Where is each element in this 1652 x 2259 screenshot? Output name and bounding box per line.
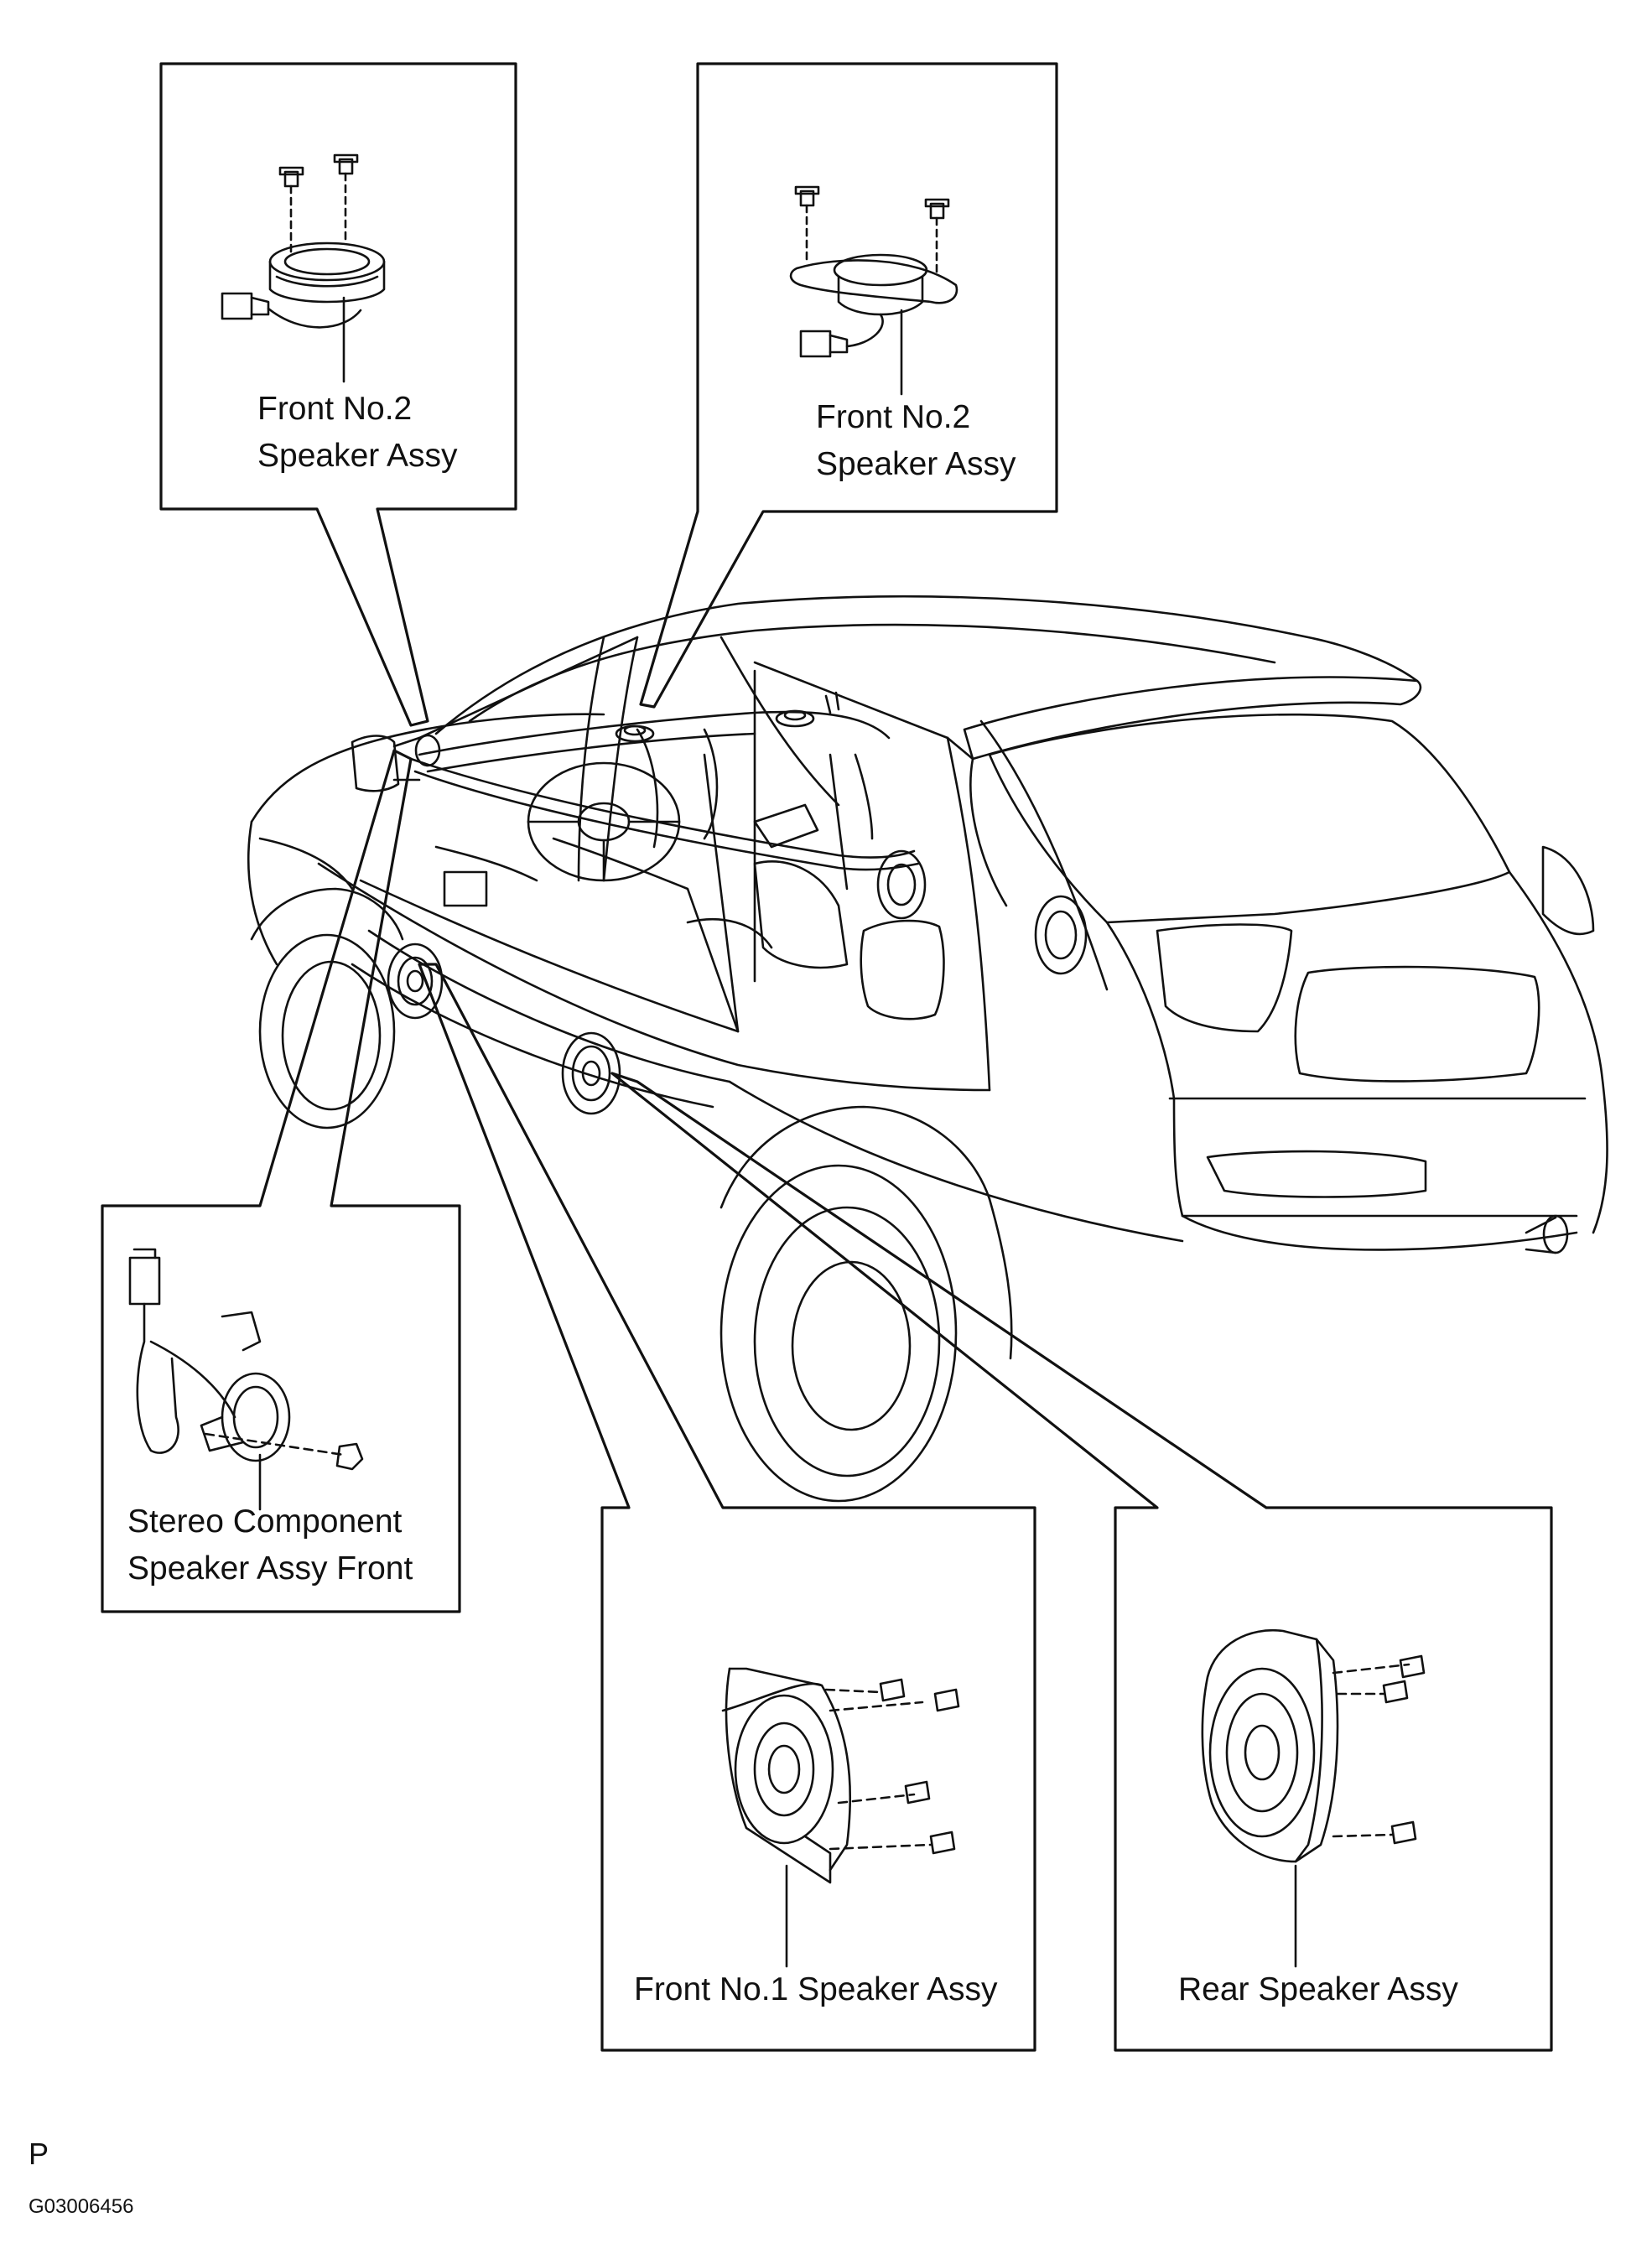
front-no1-part-drawing <box>721 1667 960 1968</box>
rear-label: Rear Speaker Assy <box>1178 1971 1458 2007</box>
label-line-1: Stereo Component <box>127 1503 403 1540</box>
front-no2-right-part-drawing <box>789 185 958 396</box>
callout-box-stereo-component <box>101 749 461 1613</box>
vehicle-illustration <box>247 595 1608 1503</box>
label-line-2: Speaker Assy <box>816 446 1016 482</box>
stereo-component-part-drawing <box>128 1248 364 1511</box>
stereo-component-label: Stereo Component Speaker Assy Front <box>127 1498 413 1592</box>
callout-box-front-no2-left <box>159 62 517 727</box>
vehicle-speaker-markers <box>387 691 1088 1115</box>
front-no1-label: Front No.1 Speaker Assy <box>634 1971 998 2007</box>
footer-mark: P <box>29 2137 49 2171</box>
front-no2-left-part-drawing <box>221 153 386 383</box>
callout-box-rear <box>610 1072 1553 2052</box>
label-line-1: Front No.2 <box>257 391 413 427</box>
rear-part-drawing <box>1201 1628 1426 1968</box>
label-line-1: Front No.2 <box>816 399 971 435</box>
label-line-2: Speaker Assy <box>257 438 458 474</box>
front-no2-left-label: Front No.2 Speaker Assy <box>257 386 457 480</box>
front-no2-right-label: Front No.2 Speaker Assy <box>816 394 1016 488</box>
callout-box-front-no2-right <box>639 62 1058 709</box>
figure-id: G03006456 <box>29 2195 134 2218</box>
label-line-2: Speaker Assy Front <box>127 1550 413 1586</box>
callout-box-front-no1 <box>418 963 1036 2052</box>
